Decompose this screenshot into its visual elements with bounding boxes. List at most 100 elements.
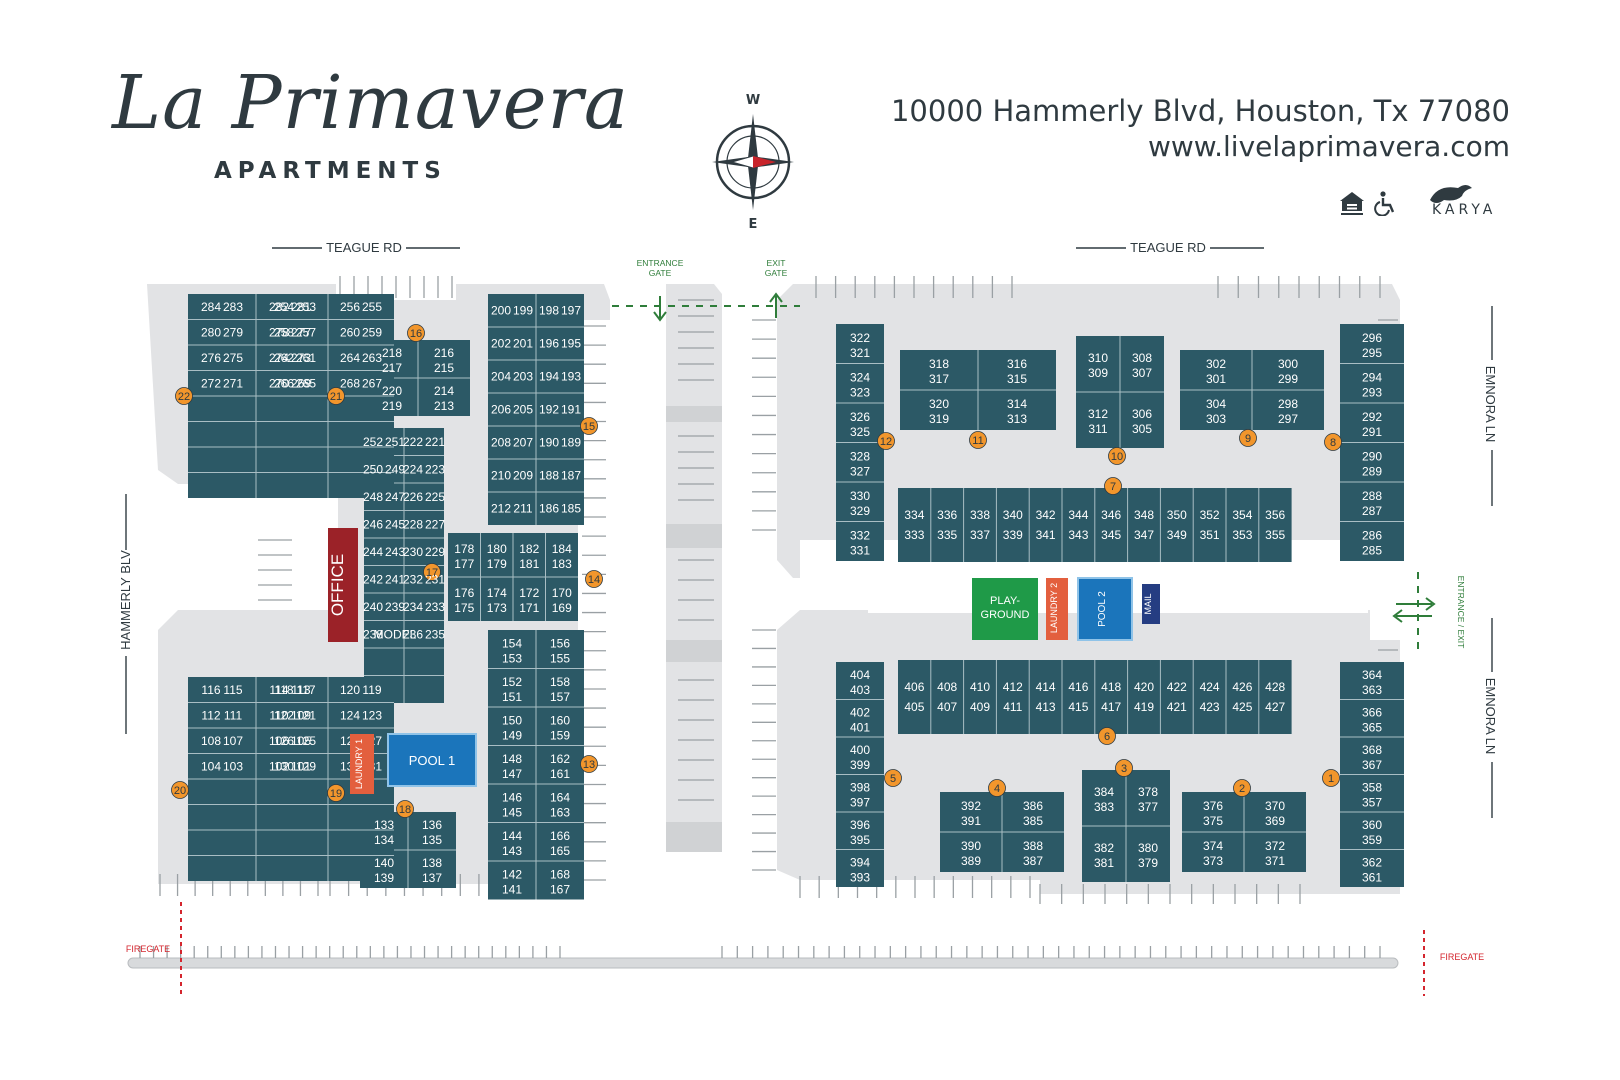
unit-number: 179 [487, 557, 507, 571]
unit-number: 311 [1088, 422, 1107, 436]
unit-number: 383 [1094, 800, 1114, 814]
building-marker-16 [407, 324, 425, 342]
unit-number: 219 [382, 399, 402, 413]
unit-number: 256 [340, 300, 360, 314]
unit-number: 199 [513, 304, 533, 318]
unit-number: 204 [491, 370, 511, 384]
unit-number: 147 [502, 767, 522, 781]
building-marker-10 [1108, 447, 1126, 465]
unit-number: 352 [1200, 508, 1220, 522]
unit-number: 391 [961, 814, 981, 828]
building-marker-14 [585, 570, 603, 588]
unit-number: 228 [403, 517, 423, 531]
unit-number: 208 [491, 436, 511, 450]
building-marker-20 [171, 781, 189, 799]
pool-1 [387, 733, 477, 787]
unit-number: 178 [454, 542, 474, 556]
unit-number: 167 [550, 882, 570, 896]
unit-number: 396 [850, 818, 870, 832]
unit-number: 103 [223, 759, 243, 773]
side-entrance-arrow-icon [1392, 609, 1432, 623]
unit-number: 298 [1278, 397, 1298, 411]
unit-number: 234 [403, 600, 423, 614]
unit-number: 400 [850, 743, 870, 757]
unit-number: 412 [1003, 680, 1023, 694]
unit-number: 422 [1167, 680, 1187, 694]
office-building [328, 528, 358, 642]
unit-number: 358 [1362, 780, 1382, 794]
unit-number: 385 [1023, 814, 1043, 828]
unit-number: 111 [224, 708, 243, 722]
unit-number: 406 [904, 680, 924, 694]
unit-number: 313 [1007, 412, 1027, 426]
unit-number: 336 [937, 508, 957, 522]
unit-number: 250 [363, 462, 383, 476]
unit-number: 251 [385, 435, 405, 449]
median-island [666, 406, 722, 422]
unit-number: 273 [291, 351, 311, 365]
unit-number: 322 [850, 331, 870, 345]
unit-number: 218 [382, 346, 402, 360]
unit-number: 114 [269, 683, 288, 697]
unit-number: 202 [491, 337, 511, 351]
unit-number: 309 [1088, 366, 1108, 380]
unit-number: 275 [223, 351, 243, 365]
unit-number: 306 [1132, 407, 1152, 421]
building-marker-12 [877, 432, 895, 450]
unit-number: 289 [1362, 464, 1382, 478]
brand-subtitle: APARTMENTS [214, 158, 447, 184]
unit-number: 373 [1203, 854, 1223, 868]
unit-number: 342 [1036, 508, 1056, 522]
unit-number: 274 [269, 351, 289, 365]
unit-number: 145 [502, 805, 522, 819]
building-marker-label: 22 [178, 391, 190, 403]
building-marker-label: 15 [583, 421, 595, 433]
unit-number: 338 [970, 508, 990, 522]
building-marker-label: 13 [583, 759, 595, 771]
unit-number: 268 [340, 376, 360, 390]
unit-number: 113 [291, 683, 310, 697]
unit-number: 386 [1023, 799, 1043, 813]
unit-number: 408 [937, 680, 957, 694]
parking-right-west-bottom [752, 629, 776, 871]
unit-number: 393 [850, 870, 870, 884]
firegate-right-label: FIREGATE [1440, 952, 1484, 962]
unit-number: 356 [1265, 508, 1285, 522]
unit-number: 405 [904, 700, 924, 714]
building-marker-3 [1115, 759, 1133, 777]
playground [972, 578, 1038, 640]
unit-number: 141 [502, 882, 522, 896]
building-marker-label: 19 [330, 788, 342, 800]
unit-number: 297 [1278, 412, 1298, 426]
unit-number: 404 [850, 668, 870, 682]
unit-number: 165 [550, 844, 570, 858]
unit-number: 377 [1138, 800, 1158, 814]
unit-number: 308 [1132, 351, 1152, 365]
unit-number: 375 [1203, 814, 1223, 828]
building-marker-18 [396, 800, 414, 818]
unit-number: 246 [363, 517, 383, 531]
unit-number: 315 [1007, 372, 1027, 386]
building-5 [836, 662, 902, 887]
website-link[interactable]: www.livelaprimavera.com [1148, 130, 1510, 163]
unit-number: 239 [385, 600, 405, 614]
unit-number: 164 [550, 790, 570, 804]
unit-number: 388 [1023, 839, 1043, 853]
unit-number: 177 [454, 557, 474, 571]
unit-number: 156 [550, 636, 570, 650]
building-marker-label: 11 [972, 435, 983, 447]
playground-label: PLAY- [990, 595, 1020, 607]
unit-number: 370 [1265, 799, 1285, 813]
unit-number: 323 [850, 385, 870, 399]
unit-number: 236 [403, 627, 423, 641]
unit-number: 110 [269, 708, 288, 722]
unit-number: 267 [362, 376, 382, 390]
unit-number: 418 [1101, 680, 1121, 694]
unit-number: 149 [502, 728, 522, 742]
unit-number: 170 [552, 586, 572, 600]
unit-number: 101 [291, 759, 311, 773]
unit-number: 217 [382, 361, 402, 375]
unit-number: 347 [1134, 528, 1154, 542]
unit-number: 169 [552, 601, 572, 615]
unit-number: 425 [1232, 700, 1252, 714]
